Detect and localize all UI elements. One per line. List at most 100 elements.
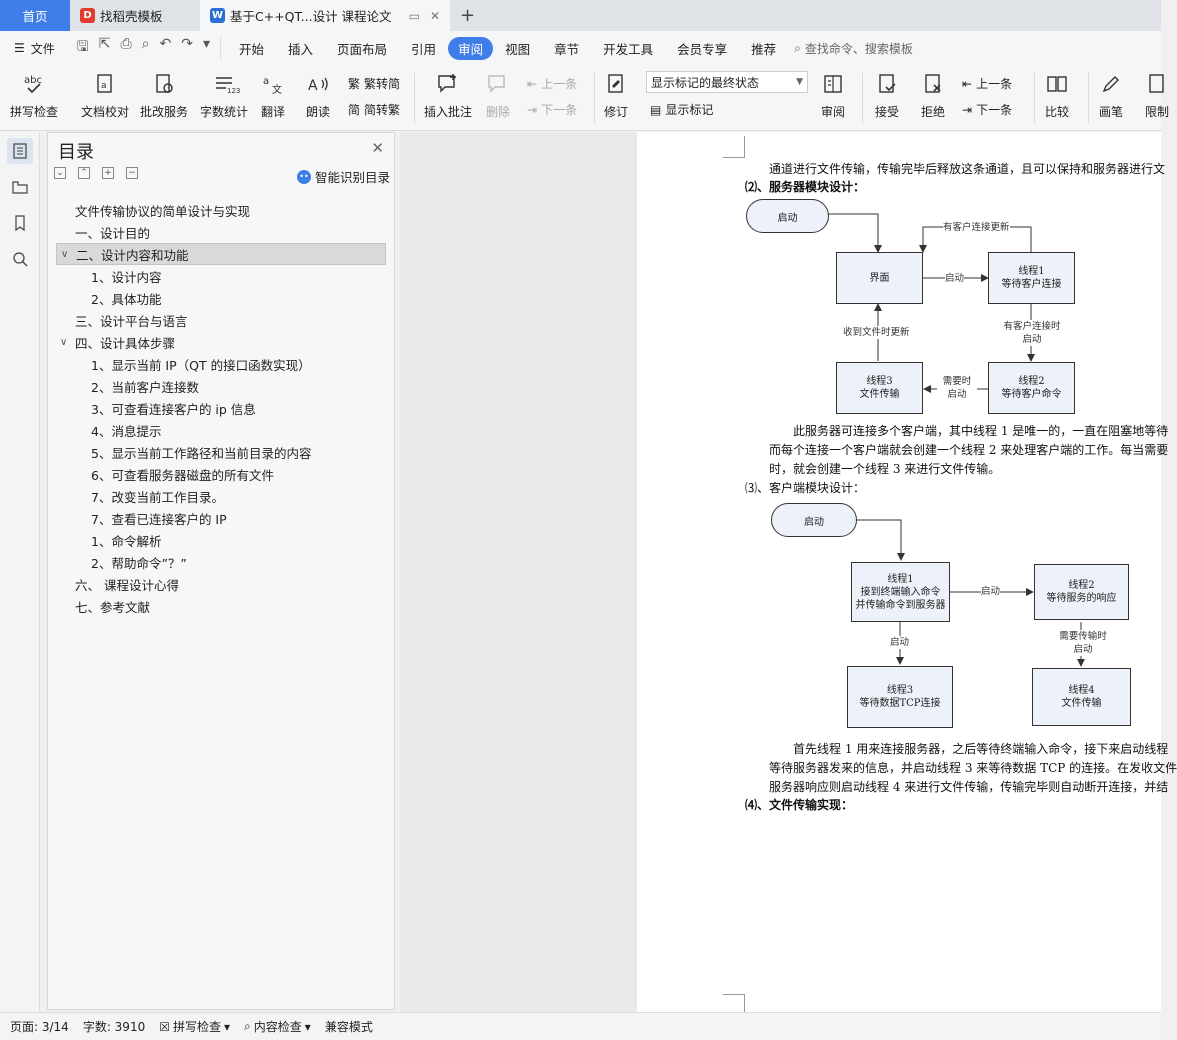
- accept-button[interactable]: 接受: [872, 69, 902, 120]
- tab-document[interactable]: W 基于C++QT...设计 课程论文 ▭ ✕: [200, 0, 450, 31]
- export-icon[interactable]: ⇱: [98, 36, 111, 52]
- document-page[interactable]: 通道进行文件传输，传输完毕后释放这条通道，且可以保持和服务器进行文 ⑵、服务器模…: [637, 132, 1177, 1016]
- spell-check-status[interactable]: ☒拼写检查▾: [159, 1018, 230, 1035]
- smart-toc-button[interactable]: •• 智能识别目录: [296, 167, 390, 186]
- prev-change-button[interactable]: ⇤上一条: [962, 75, 1012, 92]
- next-comment-button[interactable]: ⇥下一条: [527, 101, 577, 118]
- toc-item[interactable]: 六、 课程设计心得: [48, 573, 394, 595]
- redo-icon[interactable]: ↷: [181, 36, 193, 52]
- client-start-node: 启动: [771, 503, 857, 537]
- toc-nav-icon[interactable]: [7, 138, 33, 164]
- bookmark-icon[interactable]: [7, 210, 33, 236]
- toc-item[interactable]: 1、命令解析: [48, 529, 394, 551]
- tab-home[interactable]: 首页: [0, 0, 70, 31]
- preview-icon[interactable]: ⌕: [141, 36, 150, 52]
- pin-icon[interactable]: ▭: [408, 8, 420, 23]
- insert-comment-button[interactable]: 插入批注: [424, 69, 472, 120]
- print-icon[interactable]: ⎙: [120, 36, 132, 52]
- review-pane-button[interactable]: 审阅: [818, 69, 848, 120]
- toc-item[interactable]: 1、设计内容: [48, 265, 394, 287]
- toc-item[interactable]: 1、显示当前 IP（QT 的接口函数实现）: [48, 353, 394, 375]
- file-menu-label: 文件: [30, 41, 55, 56]
- toc-item[interactable]: 7、查看已连接客户的 IP: [48, 507, 394, 529]
- menu-start[interactable]: 开始: [239, 41, 265, 57]
- restrict-button[interactable]: 限制: [1142, 69, 1172, 120]
- node-label: 文件传输: [1061, 698, 1102, 709]
- toc-item[interactable]: 6、可查看服务器磁盘的所有文件: [48, 463, 394, 485]
- read-aloud-icon: A: [303, 69, 333, 99]
- toc-item[interactable]: 一、设计目的: [48, 221, 394, 243]
- chevron-down-icon[interactable]: ∨: [61, 248, 69, 260]
- toc-title: 目录: [58, 142, 94, 163]
- reject-button[interactable]: 拒绝: [918, 69, 948, 120]
- menu-member[interactable]: 会员专享: [677, 41, 728, 57]
- toc-item-label: 三、设计平台与语言: [75, 313, 188, 329]
- menu-view[interactable]: 视图: [505, 41, 531, 57]
- page-indicator[interactable]: 页面: 3/14: [10, 1020, 69, 1034]
- toc-item-selected[interactable]: ∨二、设计内容和功能: [56, 243, 386, 265]
- expand-all-icon[interactable]: ⌃: [78, 167, 90, 179]
- file-menu[interactable]: ☰ 文件: [14, 40, 67, 57]
- node-label: 界面: [869, 272, 890, 284]
- menu-insert[interactable]: 插入: [288, 41, 314, 57]
- read-aloud-button[interactable]: A 朗读: [303, 69, 333, 120]
- show-markup-button[interactable]: ▤显示标记: [650, 101, 713, 118]
- undo-icon[interactable]: ↶: [159, 36, 172, 52]
- next-change-button[interactable]: ⇥下一条: [962, 101, 1012, 118]
- node-label: 启动: [777, 212, 798, 224]
- toc-item[interactable]: ∨四、设计具体步骤: [48, 331, 394, 353]
- toc-item[interactable]: 2、当前客户连接数: [48, 375, 394, 397]
- toc-item[interactable]: 文件传输协议的简单设计与实现: [48, 199, 394, 221]
- compare-icon: [1042, 69, 1072, 99]
- toc-item[interactable]: 七、参考文献: [48, 595, 394, 617]
- edge-label-line: 有客户连接时: [1003, 321, 1061, 332]
- remove-level-icon[interactable]: −: [126, 167, 138, 179]
- toc-item[interactable]: 3、可查看连接客户的 ip 信息: [48, 397, 394, 419]
- menu-recommend[interactable]: 推荐: [751, 41, 777, 57]
- new-tab-button[interactable]: +: [450, 0, 485, 31]
- markup-state-select[interactable]: 显示标记的最终状态 ▼: [646, 71, 808, 93]
- prev-comment-button[interactable]: ⇤上一条: [527, 75, 577, 92]
- find-icon[interactable]: [7, 246, 33, 272]
- writer-logo-icon: W: [210, 8, 225, 23]
- ink-button[interactable]: 画笔: [1096, 69, 1126, 120]
- tab-template[interactable]: D 找稻壳模板: [70, 0, 200, 31]
- toc-item[interactable]: 2、具体功能: [48, 287, 394, 309]
- word-count-indicator[interactable]: 字数: 3910: [82, 1020, 146, 1034]
- menu-layout[interactable]: 页面布局: [337, 41, 388, 57]
- collapse-all-icon[interactable]: ⌄: [54, 167, 66, 179]
- doc-proof-button[interactable]: a 文档校对: [81, 69, 129, 120]
- svg-text:文: 文: [272, 83, 282, 96]
- delete-comment-button[interactable]: 删除: [483, 69, 513, 120]
- toc-item[interactable]: 7、改变当前工作目录。: [48, 485, 394, 507]
- more-icon[interactable]: ▾: [202, 36, 210, 52]
- toc-item[interactable]: 4、消息提示: [48, 419, 394, 441]
- menu-chapter[interactable]: 章节: [554, 41, 580, 57]
- to-simplified-button[interactable]: 繁繁转简: [348, 75, 400, 92]
- chapter-nav-icon[interactable]: [7, 174, 33, 200]
- add-level-icon[interactable]: +: [102, 167, 114, 179]
- close-tab-icon[interactable]: ✕: [429, 8, 440, 23]
- command-search[interactable]: ⌕ 查找命令、搜索模板: [794, 40, 913, 57]
- menu-reference[interactable]: 引用: [411, 41, 437, 57]
- content-check-status[interactable]: ⌕内容检查▾: [244, 1018, 311, 1035]
- review-service-button[interactable]: 批改服务: [140, 69, 188, 120]
- toc-item[interactable]: 5、显示当前工作路径和当前目录的内容: [48, 441, 394, 463]
- doc-proof-icon: a: [90, 69, 120, 99]
- menu-review[interactable]: 审阅: [448, 36, 494, 60]
- toc-item[interactable]: 三、设计平台与语言: [48, 309, 394, 331]
- word-count-button[interactable]: 123 字数统计: [200, 69, 248, 120]
- compare-button[interactable]: 比较: [1042, 69, 1072, 120]
- save-icon[interactable]: 🖫: [76, 39, 89, 55]
- restrict-icon: [1142, 69, 1172, 99]
- toc-item[interactable]: 2、帮助命令”？”: [48, 551, 394, 573]
- chevron-down-icon[interactable]: ∨: [60, 336, 68, 348]
- spell-check-button[interactable]: abc 拼写检查: [10, 69, 58, 120]
- edge-label-line: 需要时: [942, 376, 972, 387]
- content-check-icon: ⌕: [244, 1019, 251, 1033]
- to-traditional-button[interactable]: 简简转繁: [348, 101, 400, 118]
- close-icon[interactable]: ✕: [371, 139, 384, 157]
- menu-devtools[interactable]: 开发工具: [603, 41, 654, 57]
- track-changes-button[interactable]: 修订: [601, 69, 631, 120]
